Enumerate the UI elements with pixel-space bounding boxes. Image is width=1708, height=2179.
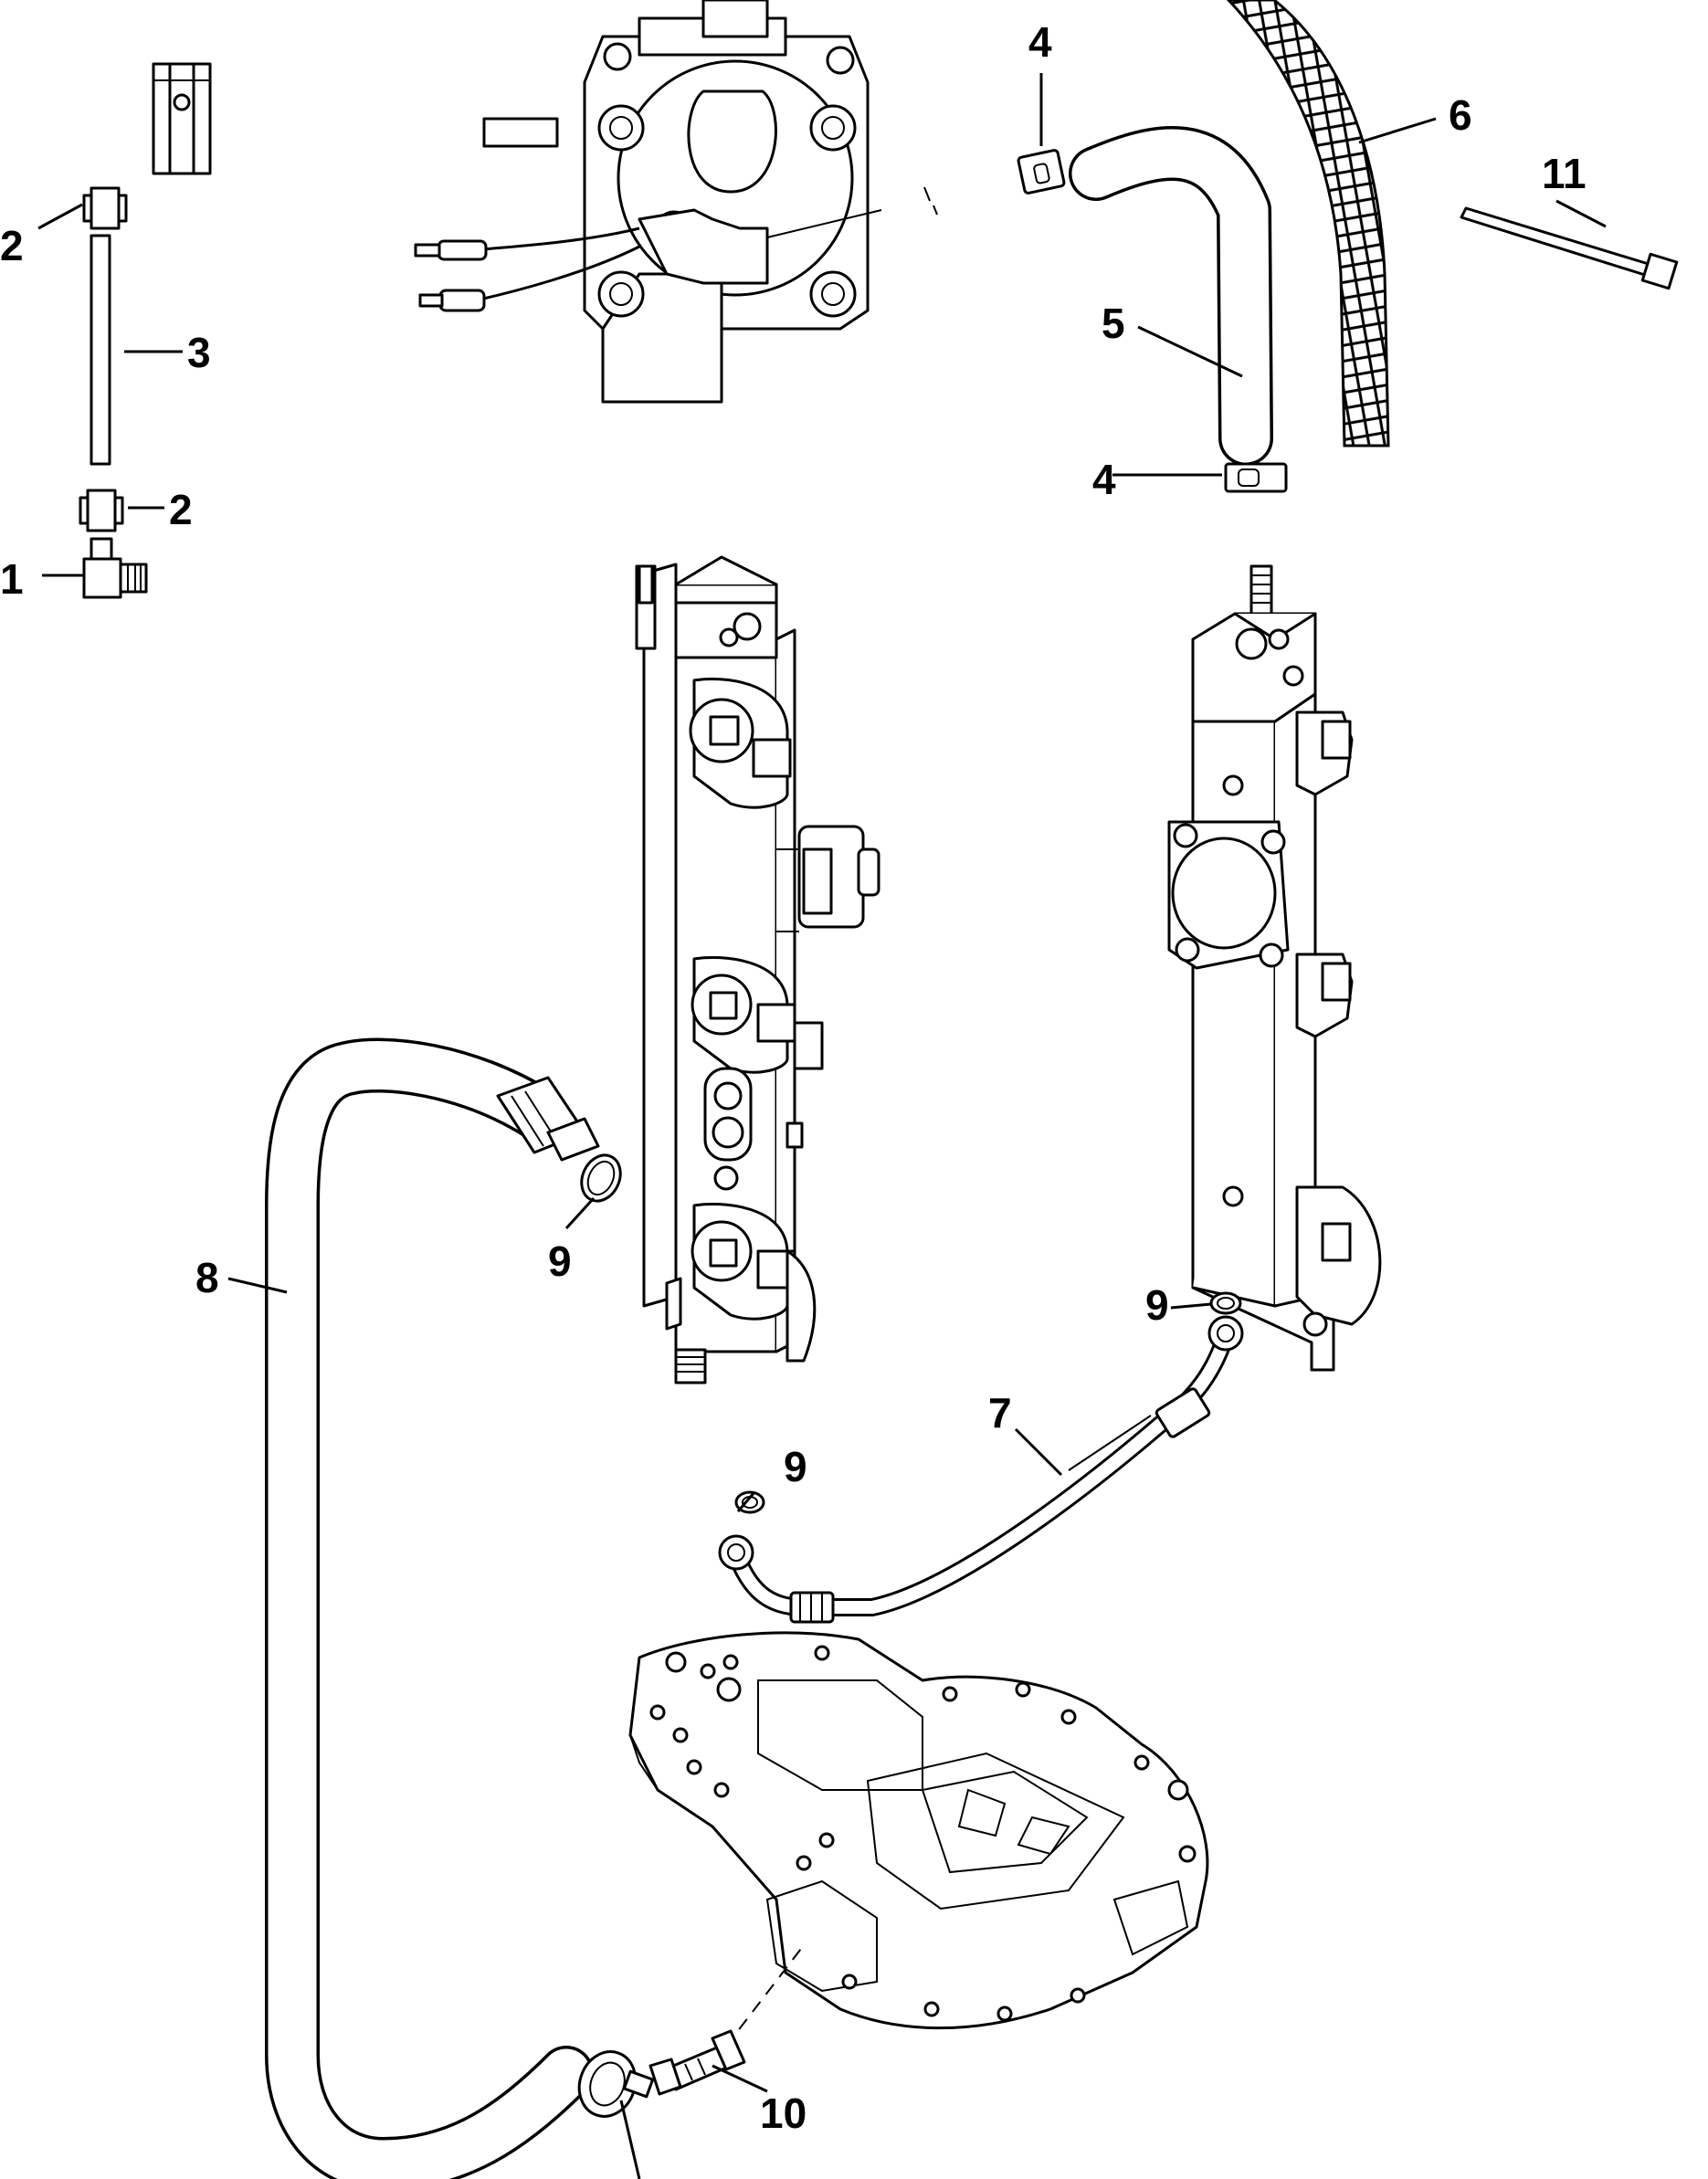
fuel-rail-right [1167,564,1382,1372]
callout-9-mid: 9 [784,1443,807,1490]
sensor-wires [414,226,640,312]
callout-11: 11 [1542,150,1587,197]
callout-7: 7 [988,1389,1012,1437]
fitting-upper [82,186,128,230]
callout-10: 10 [760,2090,807,2137]
callout-9-left: 9 [548,1237,572,1285]
regulator-cap [1167,820,1290,970]
regulator-assembly [482,0,938,404]
leader-lines [37,73,1607,2179]
callout-4-upper: 4 [1028,18,1052,66]
callout-9-right: 9 [1145,1281,1169,1329]
sensor-mid [776,825,880,932]
injector-upper [689,678,792,809]
tee-fitting [82,537,148,599]
callout-2-lower: 2 [169,486,193,533]
injector-clip-middle [1295,953,1354,1038]
injector-clip-upper [1295,711,1354,796]
braided-sleeve-part-6 [1226,0,1390,447]
hex-bolts [597,42,857,318]
injector-lower [691,1203,817,1363]
pressure-port [703,1067,804,1162]
clamp-upper [1017,149,1066,195]
callout-4-lower: 4 [1092,456,1116,503]
elbow-hose-part-5 [1069,126,1273,466]
clamp-lower [1224,462,1288,493]
callout-5: 5 [1102,300,1125,347]
cable-tie-part-11 [1460,206,1679,290]
injector-clip-lower [1295,1185,1382,1326]
o-ring-mid [734,1490,765,1514]
callout-8: 8 [195,1254,219,1301]
fuel-line-part-7 [718,1315,1244,1624]
tube-part-3 [90,234,111,466]
small-bracket [152,62,212,175]
callout-3: 3 [187,329,211,376]
barbed-fitting-part-10 [648,2029,746,2096]
callouts: 2 3 2 1 4 5 4 6 11 7 8 9 9 9 10 [0,18,1587,2137]
callout-1: 1 [0,555,24,603]
callout-6: 6 [1449,91,1472,139]
o-ring-left [580,1153,622,1203]
fitting-lower [79,489,124,532]
callout-2-upper: 2 [0,222,24,269]
fuel-rail-left [635,555,880,1384]
adapter-plate [628,1631,1209,2065]
return-hose-part-8 [265,1037,600,2179]
hose-clamp [577,2050,655,2118]
o-ring-right [1209,1291,1242,1315]
injector-middle [691,956,824,1074]
